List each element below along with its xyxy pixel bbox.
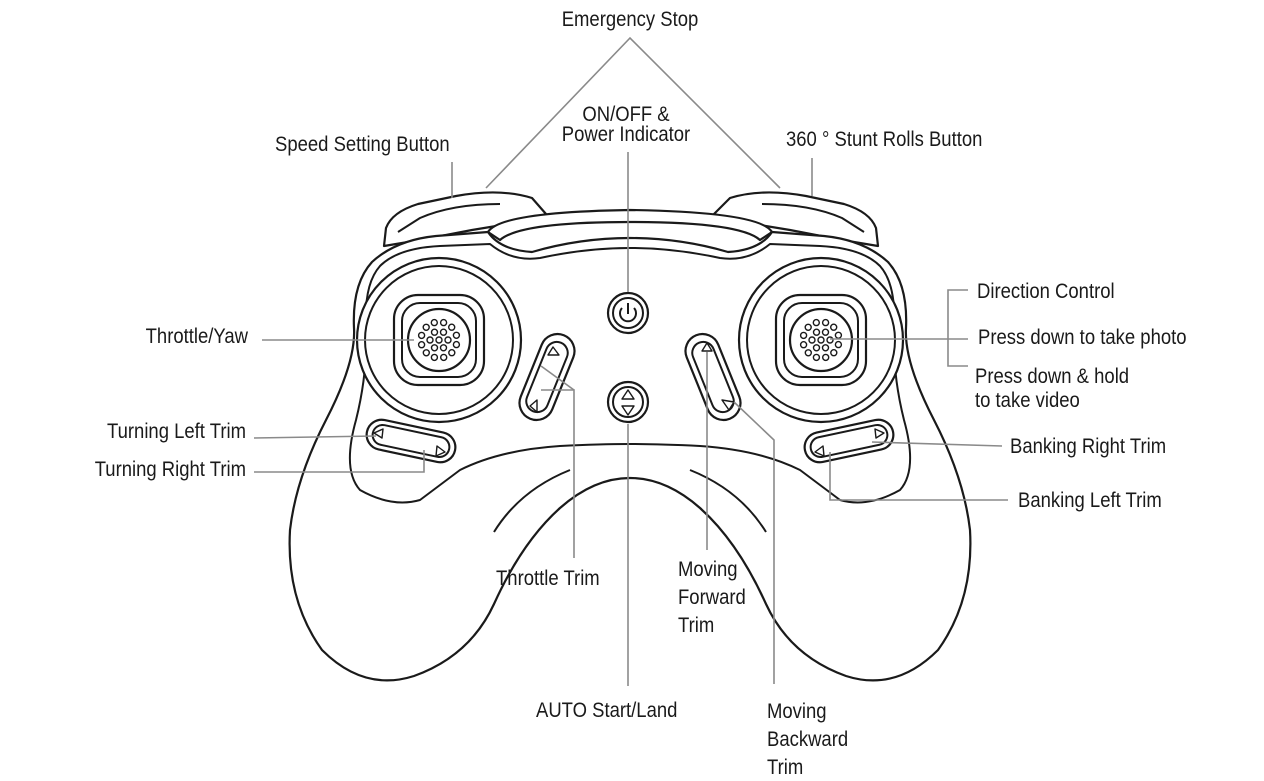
joystick-grip-dot [430, 344, 439, 352]
joystick-grip-dot [804, 349, 812, 357]
speed-setting-label: Speed Setting Button [275, 133, 450, 156]
right-grip-seam [689, 469, 767, 533]
joystick-grip-dot [799, 331, 808, 340]
forward-backward-trim-button [684, 332, 742, 422]
press-video-label-2: to take video [975, 389, 1080, 412]
joystick-grip-dot [822, 353, 830, 362]
power-button [606, 291, 650, 335]
joystick-grip-dot [430, 318, 438, 327]
leader-lines [253, 36, 1008, 686]
throttle-trim-down-icon [529, 399, 538, 413]
joystick-grip-dot [435, 336, 443, 344]
backward-trim-icon [721, 399, 735, 411]
press-video-label-1: Press down & hold [975, 365, 1130, 388]
press-photo-label: Press down to take photo [978, 326, 1187, 349]
joystick-grip-dot [439, 318, 448, 327]
down-arrow-icon [621, 405, 635, 416]
right-joystick [737, 256, 905, 424]
joystick-grip-dot [812, 344, 821, 352]
joystick-grip-dot [452, 340, 461, 349]
joystick-grip-dot [812, 353, 821, 362]
turning-left-icon [373, 428, 384, 439]
turning-right-icon [435, 445, 446, 457]
joystick-grip-dot [430, 328, 439, 336]
turning-trim-button [365, 418, 457, 464]
banking-trim-button [803, 418, 895, 464]
joystick-grip-dot [417, 341, 426, 349]
joystick-grip-dot [834, 340, 843, 349]
auto-start-land-button [606, 380, 650, 424]
joystick-grip-dot [812, 318, 820, 327]
joystick-grip-dot [422, 349, 430, 357]
joystick-grip-dot [448, 323, 456, 331]
joystick-grip-dot [448, 349, 456, 357]
joystick-grip-dot [417, 331, 426, 340]
joystick-grip-dot [821, 318, 830, 327]
joystick-grip-dot [830, 349, 838, 357]
joystick-grip-dot [422, 323, 430, 331]
banking-right-trim-label: Banking Right Trim [1010, 435, 1167, 458]
banking-right-icon [874, 428, 885, 439]
joystick-grip-dot [830, 323, 838, 331]
left-grip-seam [493, 469, 571, 533]
joystick-grip-dot [821, 344, 830, 352]
joystick-grip-dot [821, 328, 830, 336]
joystick-grip-dot [834, 331, 843, 339]
joystick-grip-dot [826, 336, 834, 344]
direction-control-label: Direction Control [977, 280, 1115, 303]
banking-left-trim-label: Banking Left Trim [1018, 489, 1162, 512]
emergency-stop-label: Emergency Stop [561, 8, 699, 31]
joystick-grip-dot [444, 336, 452, 344]
joystick-grip-dot [439, 344, 448, 352]
joystick-grip-dot [430, 353, 439, 362]
joystick-grip-dot [799, 341, 808, 349]
joystick-grip-dot [812, 328, 821, 336]
power-icon [619, 307, 637, 323]
joystick-grip-dot [426, 336, 434, 344]
controller-inner-contour [348, 243, 912, 504]
moving-forward-trim-label: Moving Forward Trim [678, 558, 746, 637]
power-indicator-label: Power Indicator [561, 123, 691, 146]
auto-start-land-label: AUTO Start/Land [536, 699, 678, 722]
joystick-grip-dot [439, 328, 448, 336]
joystick-grip-dot [804, 323, 812, 331]
stunt-rolls-label: 360 ° Stunt Rolls Button [786, 128, 983, 151]
throttle-trim-button [518, 332, 576, 422]
joystick-grip-dot [817, 336, 825, 344]
turning-right-trim-label: Turning Right Trim [94, 458, 246, 481]
throttle-trim-up-icon [547, 346, 560, 356]
turning-left-trim-label: Turning Left Trim [107, 420, 246, 443]
on-off-label: ON/OFF & [582, 103, 670, 126]
up-arrow-icon [621, 389, 635, 400]
throttle-yaw-label: Throttle/Yaw [145, 325, 248, 348]
banking-left-icon [814, 445, 825, 457]
stunt-rolls-shoulder-button [712, 191, 880, 248]
throttle-trim-label: Throttle Trim [496, 567, 600, 590]
speed-setting-shoulder-button [382, 191, 548, 248]
moving-backward-trim-label: Moving Backward Trim [767, 700, 849, 779]
joystick-grip-dot [440, 353, 448, 362]
joystick-grip-dot [452, 331, 461, 339]
forward-trim-icon [701, 342, 713, 352]
joystick-grip-dot [808, 336, 816, 344]
